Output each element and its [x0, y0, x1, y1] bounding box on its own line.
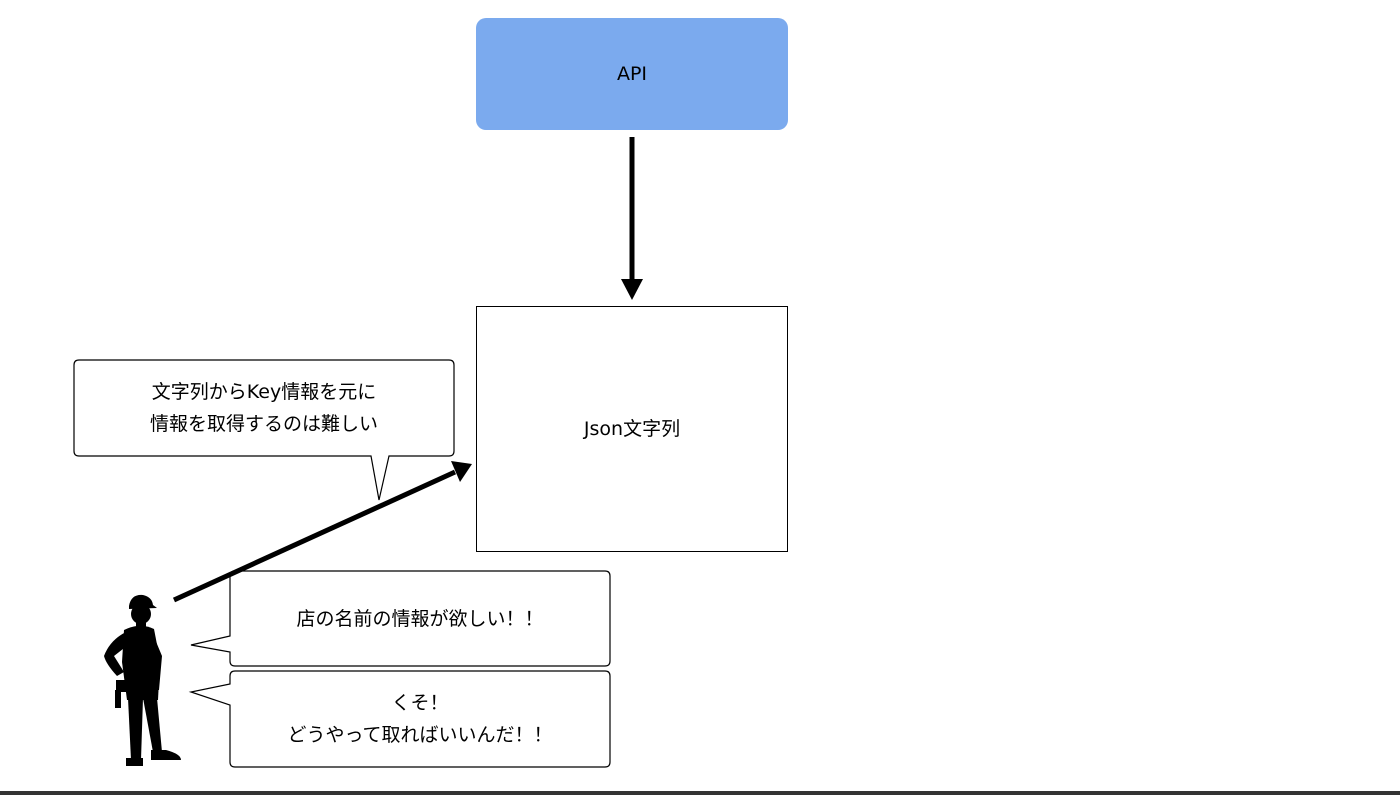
json-string-node-label: Json文字列 — [583, 418, 681, 440]
callout-want-line-1: 店の名前の情報が欲しい！！ — [296, 607, 544, 630]
bottom-divider — [0, 791, 1400, 795]
callout-difficulty: 文字列からKey情報を元に 情報を取得するのは難しい — [74, 360, 454, 456]
json-string-node: Json文字列 — [476, 306, 788, 552]
callout-frustration-line-2: どうやって取ればいいんだ！！ — [287, 724, 553, 746]
callout-difficulty-line-2: 情報を取得するのは難しい — [149, 413, 378, 435]
callout-frustration: くそ！ どうやって取ればいいんだ！！ — [230, 671, 610, 767]
api-node-label: API — [616, 63, 648, 85]
callout-frustration-line-1: くそ！ — [391, 692, 449, 714]
callout-difficulty-line-1: 文字列からKey情報を元に — [151, 381, 377, 403]
arrow-person-to-json — [172, 461, 472, 603]
arrow-api-to-json — [621, 137, 643, 300]
callout-difficulty-shape — [73, 359, 455, 501]
callout-want: 店の名前の情報が欲しい！！ — [230, 571, 610, 666]
callout-frustration-shape — [188, 670, 611, 768]
worker-silhouette-icon — [104, 594, 181, 766]
api-node: API — [476, 18, 788, 130]
